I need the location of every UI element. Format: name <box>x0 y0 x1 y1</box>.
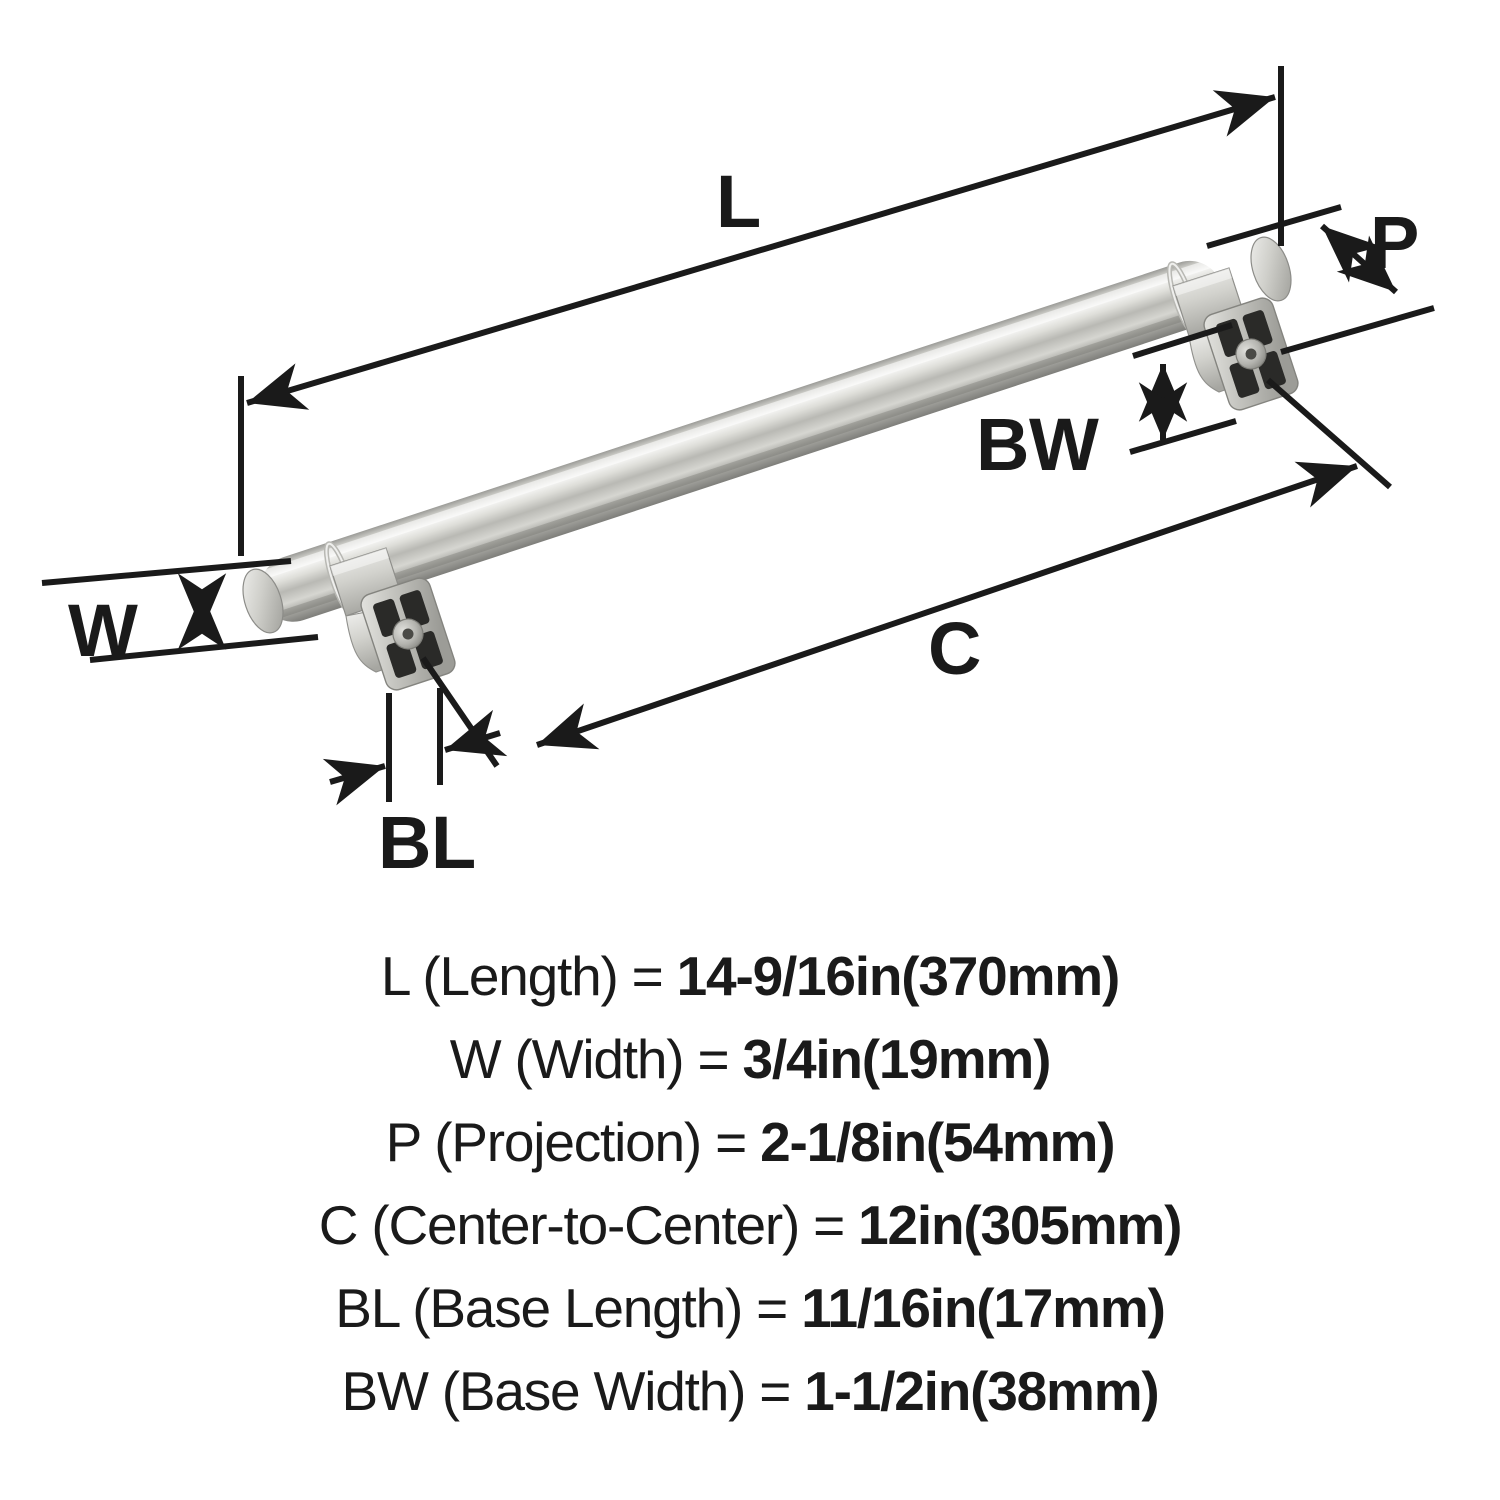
spec-value-length: 14-9/16in(370mm) <box>676 945 1121 1007</box>
dimension-label-base-length: BL <box>378 801 476 884</box>
spec-row-length: L (Length) = 14-9/16in(370mm) <box>0 935 1500 1018</box>
spec-label-length: L (Length) = <box>380 945 677 1007</box>
dimension-projection <box>1206 204 1435 355</box>
spec-row-base-width: BW (Base Width) = 1-1/2in(38mm) <box>0 1350 1500 1433</box>
spec-value-width: 3/4in(19mm) <box>742 1028 1051 1090</box>
product-dimension-diagram <box>41 66 1435 806</box>
dimension-label-projection: P <box>1370 201 1419 284</box>
product-illustration <box>242 236 1299 691</box>
dimension-center-to-center <box>420 377 1392 768</box>
spec-value-base-length: 11/16in(17mm) <box>801 1277 1166 1339</box>
spec-row-base-length: BL (Base Length) = 11/16in(17mm) <box>0 1267 1500 1350</box>
spec-row-width: W (Width) = 3/4in(19mm) <box>0 1018 1500 1101</box>
spec-label-base-width: BW (Base Width) = <box>341 1360 805 1422</box>
spec-value-base-width: 1-1/2in(38mm) <box>804 1360 1159 1422</box>
spec-row-projection: P (Projection) = 2-1/8in(54mm) <box>0 1101 1500 1184</box>
dimension-label-base-width: BW <box>976 403 1099 486</box>
mounting-post-left <box>323 541 456 691</box>
dimension-label-length: L <box>716 160 761 243</box>
dimension-length <box>238 66 1284 556</box>
spec-value-center-to-center: 12in(305mm) <box>858 1194 1182 1256</box>
dimension-width <box>41 558 319 663</box>
specification-list: L (Length) = 14-9/16in(370mm) W (Width) … <box>0 935 1500 1433</box>
bar-end-cap-right <box>1250 236 1292 302</box>
spec-row-center-to-center: C (Center-to-Center) = 12in(305mm) <box>0 1184 1500 1267</box>
spec-value-projection: 2-1/8in(54mm) <box>760 1111 1115 1173</box>
spec-label-projection: P (Projection) = <box>385 1111 761 1173</box>
dimension-label-width: W <box>68 589 138 672</box>
dimension-base-width <box>1129 322 1237 455</box>
spec-label-width: W (Width) = <box>449 1028 743 1090</box>
spec-label-center-to-center: C (Center-to-Center) = <box>318 1194 859 1256</box>
bar-end-cap-left <box>242 568 284 634</box>
dimension-label-center-to-center: C <box>928 607 981 690</box>
spec-label-base-length: BL (Base Length) = <box>335 1277 802 1339</box>
dimension-base-length <box>322 688 508 806</box>
